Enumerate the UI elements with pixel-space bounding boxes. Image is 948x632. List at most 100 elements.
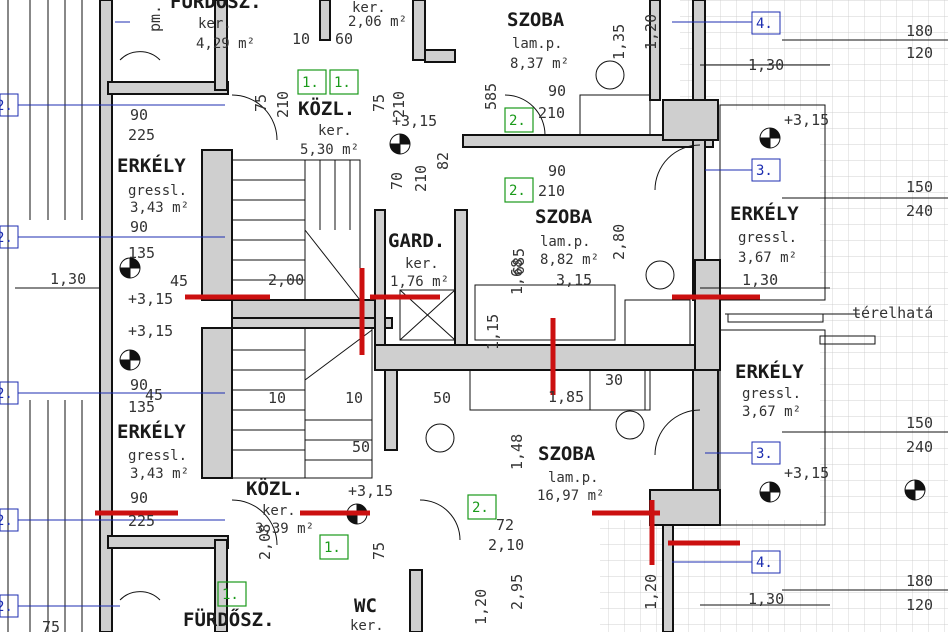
dim-label-vertical: 210 bbox=[412, 165, 430, 192]
dim-label-vertical: 1,20 bbox=[642, 14, 660, 50]
vertical-dim-texts: 75 210 75 210 70 210 82 2,80 1,48 2,95 1… bbox=[146, 5, 660, 625]
grid-area-right bbox=[820, 0, 948, 632]
room-area: 3,43 m² bbox=[130, 200, 189, 216]
fixtures bbox=[119, 51, 701, 601]
room-area: 3,67 m² bbox=[742, 404, 801, 420]
room-floor: gressl. bbox=[738, 230, 797, 246]
blue-tag: 4. bbox=[756, 555, 773, 571]
section-lines bbox=[95, 268, 760, 565]
dim-label-vertical: 1,20 bbox=[472, 589, 490, 625]
dim-label: 90 bbox=[548, 162, 566, 180]
level-marker bbox=[389, 133, 411, 155]
dim-label-vertical: 210 bbox=[390, 91, 408, 118]
room-area: 16,97 m² bbox=[537, 488, 604, 504]
dim-label: 1,30 bbox=[742, 271, 778, 289]
leader-lines bbox=[15, 21, 948, 607]
room-name: FÜRDŐSZ. bbox=[170, 0, 262, 13]
blue-tag: 2. bbox=[0, 230, 13, 246]
green-tag: 1. bbox=[302, 75, 319, 91]
dim-label: 10 bbox=[345, 389, 363, 407]
room-name: ERKÉLY bbox=[735, 360, 804, 383]
dim-label: 180 bbox=[906, 572, 933, 590]
dim-label: 75 bbox=[42, 618, 60, 632]
room-area: 5,30 m² bbox=[300, 142, 359, 158]
grid-area-bottom bbox=[600, 520, 830, 632]
dim-label: 10 bbox=[292, 30, 310, 48]
dim-label: 90 bbox=[548, 82, 566, 100]
dim-label-vertical: 2,80 bbox=[610, 224, 628, 260]
room-floor: lam.p. bbox=[540, 234, 591, 250]
room-floor: gressl. bbox=[128, 448, 187, 464]
room-floor: ker. bbox=[350, 618, 384, 632]
room-name: SZOBA bbox=[507, 9, 565, 31]
dim-label-vertical: 1,35 bbox=[610, 24, 628, 60]
dim-label-vertical: 685 bbox=[510, 248, 528, 275]
dim-label: 90 bbox=[130, 489, 148, 507]
dim-label-vertical: 2,08 bbox=[256, 524, 274, 560]
left-facade-lines bbox=[7, 0, 83, 632]
level-markers bbox=[119, 127, 926, 525]
dim-label-vertical: 75 bbox=[370, 542, 388, 560]
level-label: +3,15 bbox=[128, 290, 173, 308]
green-tag: 2. bbox=[472, 500, 489, 516]
dim-label: 120 bbox=[906, 44, 933, 62]
dim-label: 210 bbox=[538, 104, 565, 122]
staircase-top bbox=[231, 159, 361, 301]
dim-label: 2,00 bbox=[268, 271, 304, 289]
dim-label: 1,30 bbox=[748, 590, 784, 608]
room-floor: ker. bbox=[352, 0, 386, 16]
dim-label: 150 bbox=[906, 414, 933, 432]
dim-label: 50 bbox=[352, 438, 370, 456]
level-marker bbox=[759, 481, 781, 503]
green-tag: 2. bbox=[509, 113, 526, 129]
dim-label: 3,15 bbox=[556, 271, 592, 289]
dim-label-vertical: 1,68 bbox=[508, 259, 526, 295]
room-floor: ker. bbox=[405, 256, 439, 272]
dim-label: 225 bbox=[128, 126, 155, 144]
room-area: 1,76 m² bbox=[390, 274, 449, 290]
dim-label: 2,10 bbox=[488, 536, 524, 554]
room-name: WC bbox=[354, 595, 377, 617]
dim-label: 60 bbox=[335, 30, 353, 48]
dimension-texts: 90 225 90 135 1,30 90 135 90 225 90 210 … bbox=[42, 22, 933, 632]
green-tag: 2. bbox=[509, 183, 526, 199]
blue-tag: 2. bbox=[0, 98, 13, 114]
dim-label-vertical: 82 bbox=[434, 152, 452, 170]
room-name: ERKÉLY bbox=[730, 202, 799, 225]
level-marker bbox=[904, 479, 926, 501]
level-label: +3,15 bbox=[128, 322, 173, 340]
level-marker bbox=[119, 349, 141, 371]
dim-label-vertical: 75 bbox=[252, 94, 270, 112]
room-area: 4,29 m² bbox=[196, 36, 255, 52]
room-name: FÜRDŐSZ. bbox=[183, 607, 275, 631]
walls bbox=[99, 0, 721, 632]
level-label: +3,15 bbox=[784, 111, 829, 129]
room-area: 3,67 m² bbox=[738, 250, 797, 266]
dim-label-vertical: 1,20 bbox=[642, 574, 660, 610]
level-marker bbox=[759, 127, 781, 149]
blue-tags: 4. 3. 3. 4. 2. 2. 2. 2. 2. bbox=[0, 11, 781, 618]
green-tags: 1. 1. 2. 2. 1. 1. 2. bbox=[217, 69, 534, 607]
dim-label-vertical: 2,95 bbox=[508, 574, 526, 610]
dim-label: 90 bbox=[130, 218, 148, 236]
dim-label-vertical: pm. bbox=[146, 5, 164, 32]
dim-label-vertical: 75 bbox=[370, 94, 388, 112]
dim-label: 225 bbox=[128, 512, 155, 530]
dim-label: 30 bbox=[605, 371, 623, 389]
dim-label: 180 bbox=[906, 22, 933, 40]
dim-label: 72 bbox=[496, 516, 514, 534]
room-area: 2,06 m² bbox=[348, 14, 407, 30]
level-marker bbox=[119, 257, 141, 279]
room-area: 8,82 m² bbox=[540, 252, 599, 268]
room-name: SZOBA bbox=[538, 443, 596, 465]
green-tag: 1. bbox=[334, 75, 351, 91]
blue-tag: 4. bbox=[756, 16, 773, 32]
dim-label-vertical: 70 bbox=[388, 172, 406, 190]
blue-tag: 2. bbox=[0, 599, 13, 615]
level-label: térelhatá bbox=[852, 304, 933, 322]
dim-label-vertical: 585 bbox=[482, 83, 500, 110]
level-label: +3,15 bbox=[348, 482, 393, 500]
room-name: GARD. bbox=[388, 230, 445, 252]
dim-label: 50 bbox=[433, 389, 451, 407]
